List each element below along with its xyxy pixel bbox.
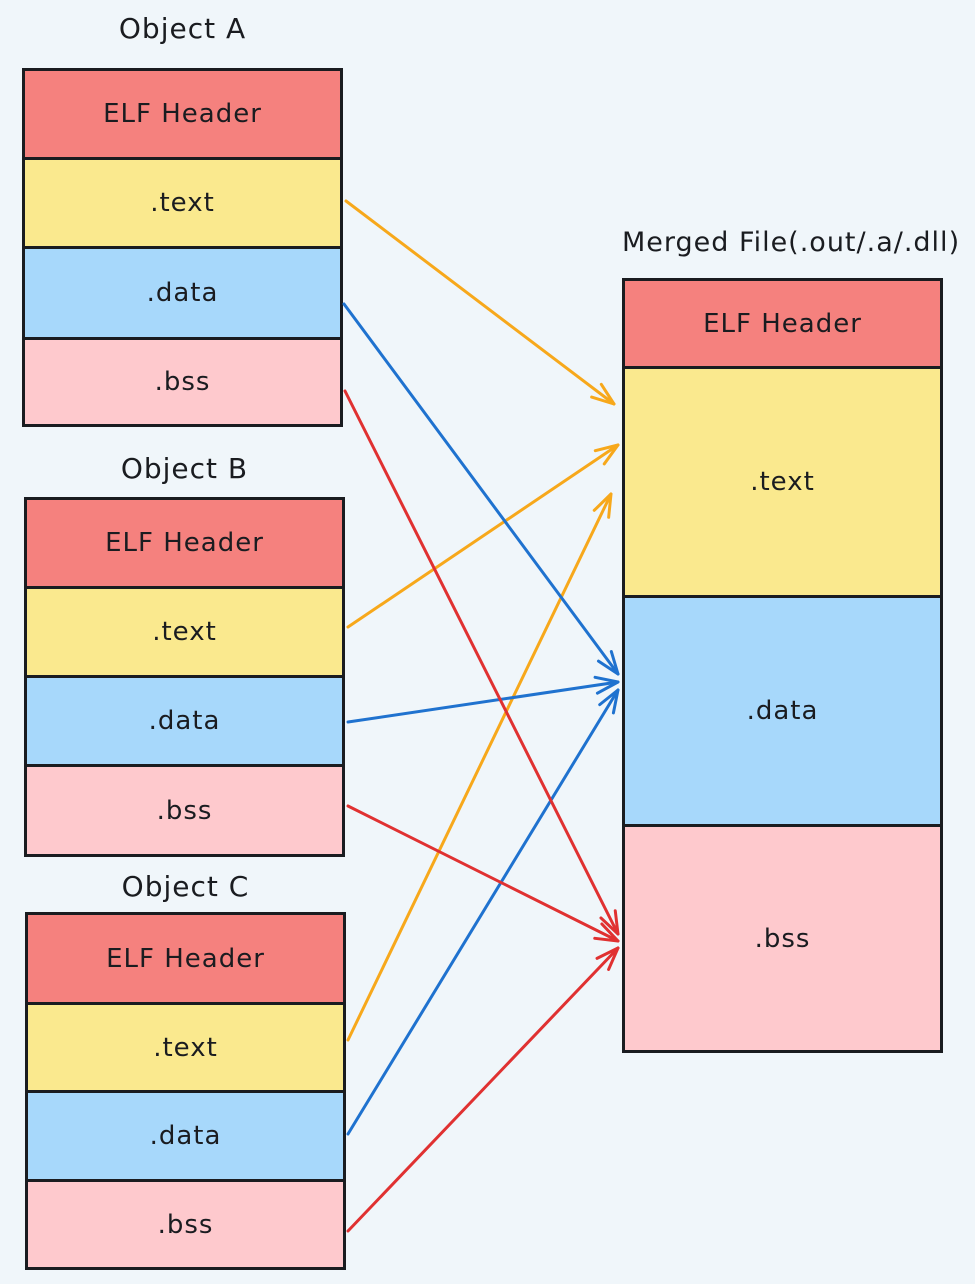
arrow-object-a-data-to-merged-data (342, 302, 620, 676)
object-a-title: Object A (118, 12, 247, 45)
section-label: .text (153, 1032, 218, 1063)
arrow-object-c-bss-to-merged-bss (346, 946, 620, 1233)
section-label: .data (146, 278, 219, 308)
section-label: .data (149, 1121, 222, 1151)
object-b-section-bss: .bss (27, 767, 342, 854)
object-a-section-data: .data (25, 249, 340, 340)
section-label: .data (746, 696, 819, 726)
object-b-section-data: .data (27, 678, 342, 767)
section-label: .data (148, 706, 221, 736)
object-b-title: Object B (120, 452, 249, 485)
section-label: .bss (154, 367, 211, 397)
object-a-stack: ELF Header .text .data .bss (22, 68, 343, 427)
section-label: ELF Header (105, 528, 264, 558)
object-c-title: Object C (121, 870, 250, 903)
object-a-section-text: .text (25, 160, 340, 249)
object-c-stack: ELF Header .text .data .bss (25, 912, 346, 1270)
section-label: .text (750, 467, 815, 497)
section-label: ELF Header (106, 943, 265, 974)
arrow-object-a-bss-to-merged-bss (343, 389, 620, 936)
section-label: .text (150, 188, 215, 218)
merged-file-title: Merged File(.out/.a/.dll) (622, 227, 961, 258)
merged-file-stack: ELF Header .text .data .bss (622, 278, 943, 1053)
arrow-object-a-text-to-merged-text (344, 199, 616, 406)
arrow-object-b-bss-to-merged-bss (346, 804, 620, 943)
arrow-object-b-text-to-merged-text (346, 443, 620, 629)
merged-section-data: .data (625, 598, 940, 827)
section-label: .bss (156, 795, 213, 826)
merged-section-bss: .bss (625, 827, 940, 1050)
section-label: ELF Header (703, 308, 862, 339)
object-c-section-data: .data (28, 1093, 343, 1182)
arrow-object-c-text-to-merged-text (346, 492, 613, 1042)
section-label: ELF Header (103, 99, 262, 129)
merged-section-elf-header: ELF Header (625, 281, 940, 369)
arrow-object-b-data-to-merged-data (346, 675, 620, 724)
object-c-section-text: .text (28, 1005, 343, 1093)
section-label: .bss (157, 1209, 214, 1240)
object-c-section-bss: .bss (28, 1182, 343, 1267)
object-b-stack: ELF Header .text .data .bss (24, 497, 345, 857)
object-a-section-bss: .bss (25, 340, 340, 424)
object-b-section-elf-header: ELF Header (27, 500, 342, 589)
section-label: .text (152, 617, 217, 647)
object-a-section-elf-header: ELF Header (25, 71, 340, 160)
section-label: .bss (754, 923, 811, 954)
arrow-object-c-data-to-merged-data (346, 688, 620, 1136)
object-b-section-text: .text (27, 589, 342, 678)
object-c-section-elf-header: ELF Header (28, 915, 343, 1005)
merged-section-text: .text (625, 369, 940, 598)
